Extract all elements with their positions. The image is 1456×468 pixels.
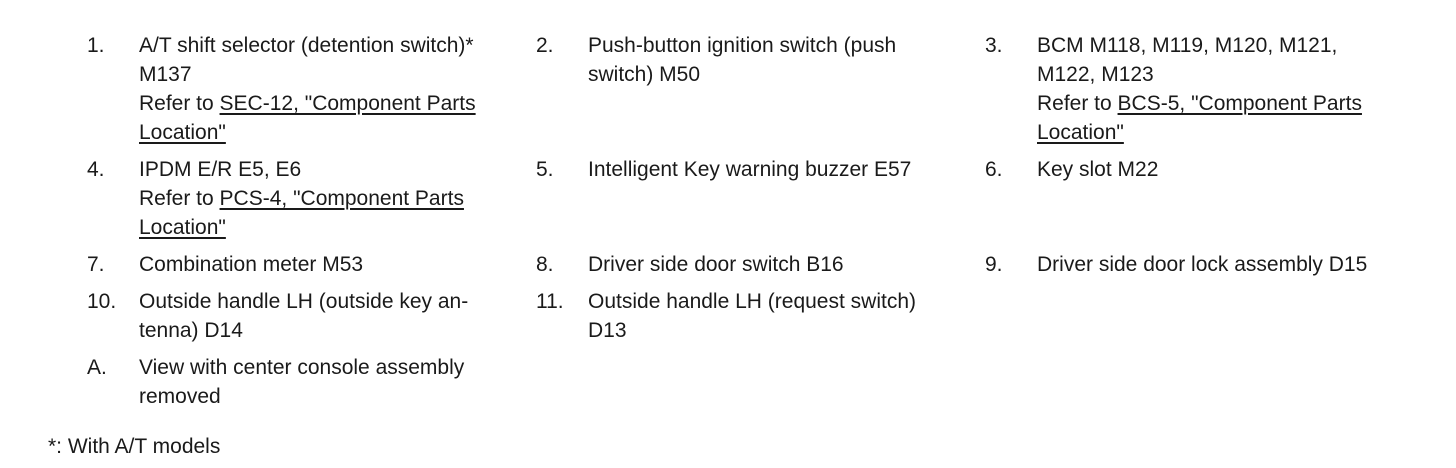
legend-row: 4. IPDM E/R E5, E6 Refer to PCS-4, "Comp… xyxy=(0,155,1456,242)
legend-row: 7. Combination meter M53 8. Driver side … xyxy=(0,250,1456,279)
item-number: 7. xyxy=(87,253,105,276)
item-number: 1. xyxy=(87,34,105,57)
item-text-line: Driver side door switch B16 xyxy=(588,253,844,276)
item-number: 4. xyxy=(87,158,105,181)
item-reference: Refer to PCS-4, "Component Parts xyxy=(139,184,524,213)
reference-link[interactable]: PCS-4, "Component Parts xyxy=(219,187,464,210)
item-reference: Refer to BCS-5, "Component Parts xyxy=(1037,89,1422,118)
item-description: Outside handle LH (outside key an- tenna… xyxy=(139,287,524,345)
item-reference: Location" xyxy=(1037,118,1422,147)
item-text-line: View with center console assembly xyxy=(139,356,465,379)
item-description: Push-button ignition switch (push switch… xyxy=(588,31,973,147)
legend-item: 1. A/T shift selector (detention switch)… xyxy=(87,31,536,147)
component-legend: 1. A/T shift selector (detention switch)… xyxy=(0,31,1456,419)
legend-item: 7. Combination meter M53 xyxy=(87,250,536,279)
item-text-line: Outside handle LH (request switch) xyxy=(588,290,916,313)
item-number: 6. xyxy=(985,158,1003,181)
item-text-line: A/T shift selector (detention switch)* xyxy=(139,34,474,57)
reference-prefix: Refer to xyxy=(139,187,220,210)
item-description: View with center console assembly remove… xyxy=(139,353,524,411)
item-text-line: Combination meter M53 xyxy=(139,253,364,276)
item-text-line: BCM M118, M119, M120, M121, xyxy=(1037,34,1338,57)
item-text-line: M137 xyxy=(139,63,192,86)
item-text-line: Push-button ignition switch (push xyxy=(588,34,897,57)
reference-link[interactable]: Location" xyxy=(139,216,226,239)
item-description: Driver side door lock assembly D15 xyxy=(1037,250,1422,279)
legend-row: A. View with center console assembly rem… xyxy=(0,353,1456,411)
item-description: BCM M118, M119, M120, M121, M122, M123 R… xyxy=(1037,31,1422,147)
item-number: 9. xyxy=(985,253,1003,276)
reference-prefix: Refer to xyxy=(139,92,220,115)
reference-link[interactable]: Location" xyxy=(1037,121,1124,144)
item-text-line: D13 xyxy=(588,319,627,342)
item-description: Driver side door switch B16 xyxy=(588,250,973,279)
legend-item: 2. Push-button ignition switch (push swi… xyxy=(536,31,985,147)
item-description: IPDM E/R E5, E6 Refer to PCS-4, "Compone… xyxy=(139,155,524,242)
legend-row: 10. Outside handle LH (outside key an- t… xyxy=(0,287,1456,345)
item-number: 5. xyxy=(536,158,554,181)
legend-item: 5. Intelligent Key warning buzzer E57 xyxy=(536,155,985,242)
legend-row: 1. A/T shift selector (detention switch)… xyxy=(0,31,1456,147)
item-text-line: Key slot M22 xyxy=(1037,158,1159,181)
legend-item: 4. IPDM E/R E5, E6 Refer to PCS-4, "Comp… xyxy=(87,155,536,242)
item-text-line: removed xyxy=(139,385,221,408)
legend-item: 10. Outside handle LH (outside key an- t… xyxy=(87,287,536,345)
reference-link[interactable]: SEC-12, "Component Parts xyxy=(219,92,476,115)
item-description: Intelligent Key warning buzzer E57 xyxy=(588,155,973,242)
item-number: 10. xyxy=(87,290,117,313)
legend-item: 8. Driver side door switch B16 xyxy=(536,250,985,279)
item-text-line: M122, M123 xyxy=(1037,63,1154,86)
legend-item: A. View with center console assembly rem… xyxy=(87,353,536,411)
item-reference: Location" xyxy=(139,213,524,242)
reference-prefix: Refer to xyxy=(1037,92,1118,115)
item-text-line: switch) M50 xyxy=(588,63,701,86)
item-description: Key slot M22 xyxy=(1037,155,1422,242)
legend-item: 9. Driver side door lock assembly D15 xyxy=(985,250,1434,279)
item-number: 8. xyxy=(536,253,554,276)
item-text-line: tenna) D14 xyxy=(139,319,243,342)
item-description: A/T shift selector (detention switch)* M… xyxy=(139,31,524,147)
legend-item: 6. Key slot M22 xyxy=(985,155,1434,242)
footnote: *: With A/T models xyxy=(48,435,221,458)
item-number: 3. xyxy=(985,34,1003,57)
reference-link[interactable]: BCS-5, "Component Parts xyxy=(1117,92,1362,115)
legend-item: 11. Outside handle LH (request switch) D… xyxy=(536,287,985,345)
item-text-line: Outside handle LH (outside key an- xyxy=(139,290,469,313)
item-number: 2. xyxy=(536,34,554,57)
item-reference: Refer to SEC-12, "Component Parts xyxy=(139,89,524,118)
item-number: A. xyxy=(87,356,107,379)
legend-item: 3. BCM M118, M119, M120, M121, M122, M12… xyxy=(985,31,1434,147)
item-text-line: Driver side door lock assembly D15 xyxy=(1037,253,1368,276)
item-description: Combination meter M53 xyxy=(139,250,524,279)
item-number: 11. xyxy=(536,290,564,313)
item-reference: Location" xyxy=(139,118,524,147)
reference-link[interactable]: Location" xyxy=(139,121,226,144)
item-description: Outside handle LH (request switch) D13 xyxy=(588,287,973,345)
item-text-line: IPDM E/R E5, E6 xyxy=(139,158,302,181)
item-text-line: Intelligent Key warning buzzer E57 xyxy=(588,158,912,181)
